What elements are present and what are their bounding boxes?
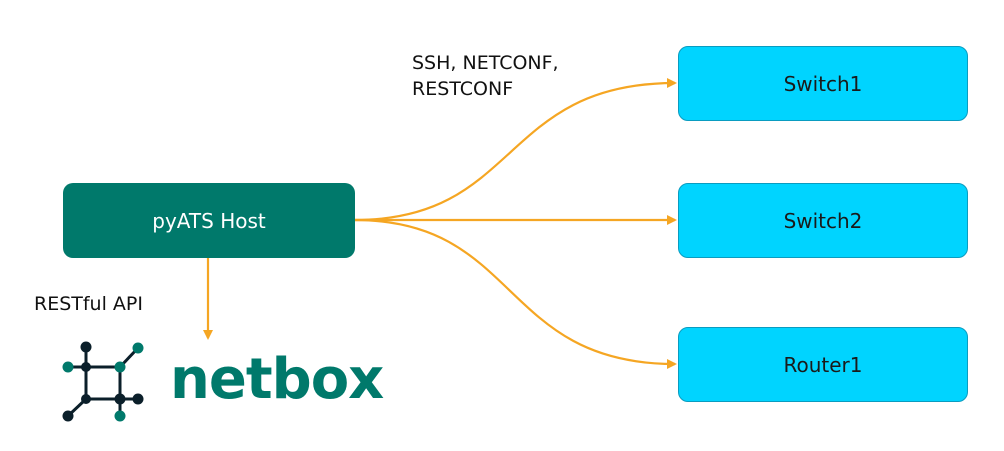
protocols-label: SSH, NETCONF, RESTCONF [412, 50, 559, 102]
protocols-line2: RESTCONF [412, 78, 514, 100]
netbox-wordmark: netbox [170, 347, 384, 412]
switch1-node: Switch1 [678, 46, 968, 121]
switch2-label: Switch2 [783, 208, 863, 233]
restful-api-label: RESTful API [34, 293, 143, 315]
switch2-node: Switch2 [678, 183, 968, 258]
pyats-host-label: pyATS Host [152, 208, 266, 233]
router1-label: Router1 [783, 352, 863, 377]
netbox-logo-icon [62, 341, 144, 422]
router1-node: Router1 [678, 327, 968, 402]
protocols-line1: SSH, NETCONF, [412, 52, 559, 74]
arrow-host-to-switch1 [354, 78, 677, 222]
switch1-label: Switch1 [783, 71, 863, 96]
pyats-host-node: pyATS Host [63, 183, 355, 258]
arrow-host-to-router1 [354, 218, 677, 369]
